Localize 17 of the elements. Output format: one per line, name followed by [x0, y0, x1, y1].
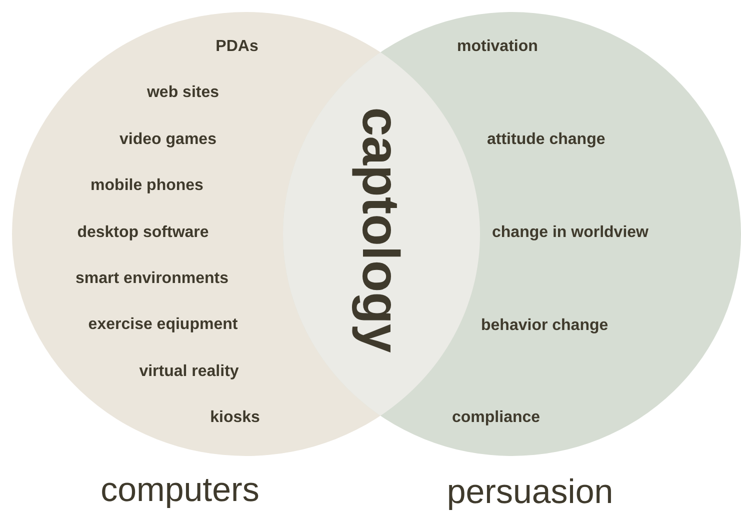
- item-text: kiosks: [210, 410, 260, 426]
- circle-heading: persuasion: [446, 475, 614, 509]
- item-text: mobile phones: [90, 178, 204, 194]
- item-text: attitude change: [487, 132, 606, 148]
- item-text: motivation: [457, 39, 538, 55]
- item-text: behavior change: [481, 318, 608, 334]
- item-text: desktop software: [77, 225, 209, 241]
- item-text: change in worldview: [492, 225, 648, 241]
- item-text: video games: [120, 132, 216, 148]
- item-text: exercise eqiupment: [88, 317, 238, 333]
- item-text: smart environments: [76, 271, 228, 287]
- overlap-title: captology: [354, 107, 406, 353]
- circle-heading: computers: [100, 473, 260, 507]
- item-text: web sites: [146, 85, 220, 101]
- item-text: compliance: [452, 410, 540, 426]
- item-text: PDAs: [216, 39, 258, 55]
- item-text: virtual reality: [139, 364, 239, 380]
